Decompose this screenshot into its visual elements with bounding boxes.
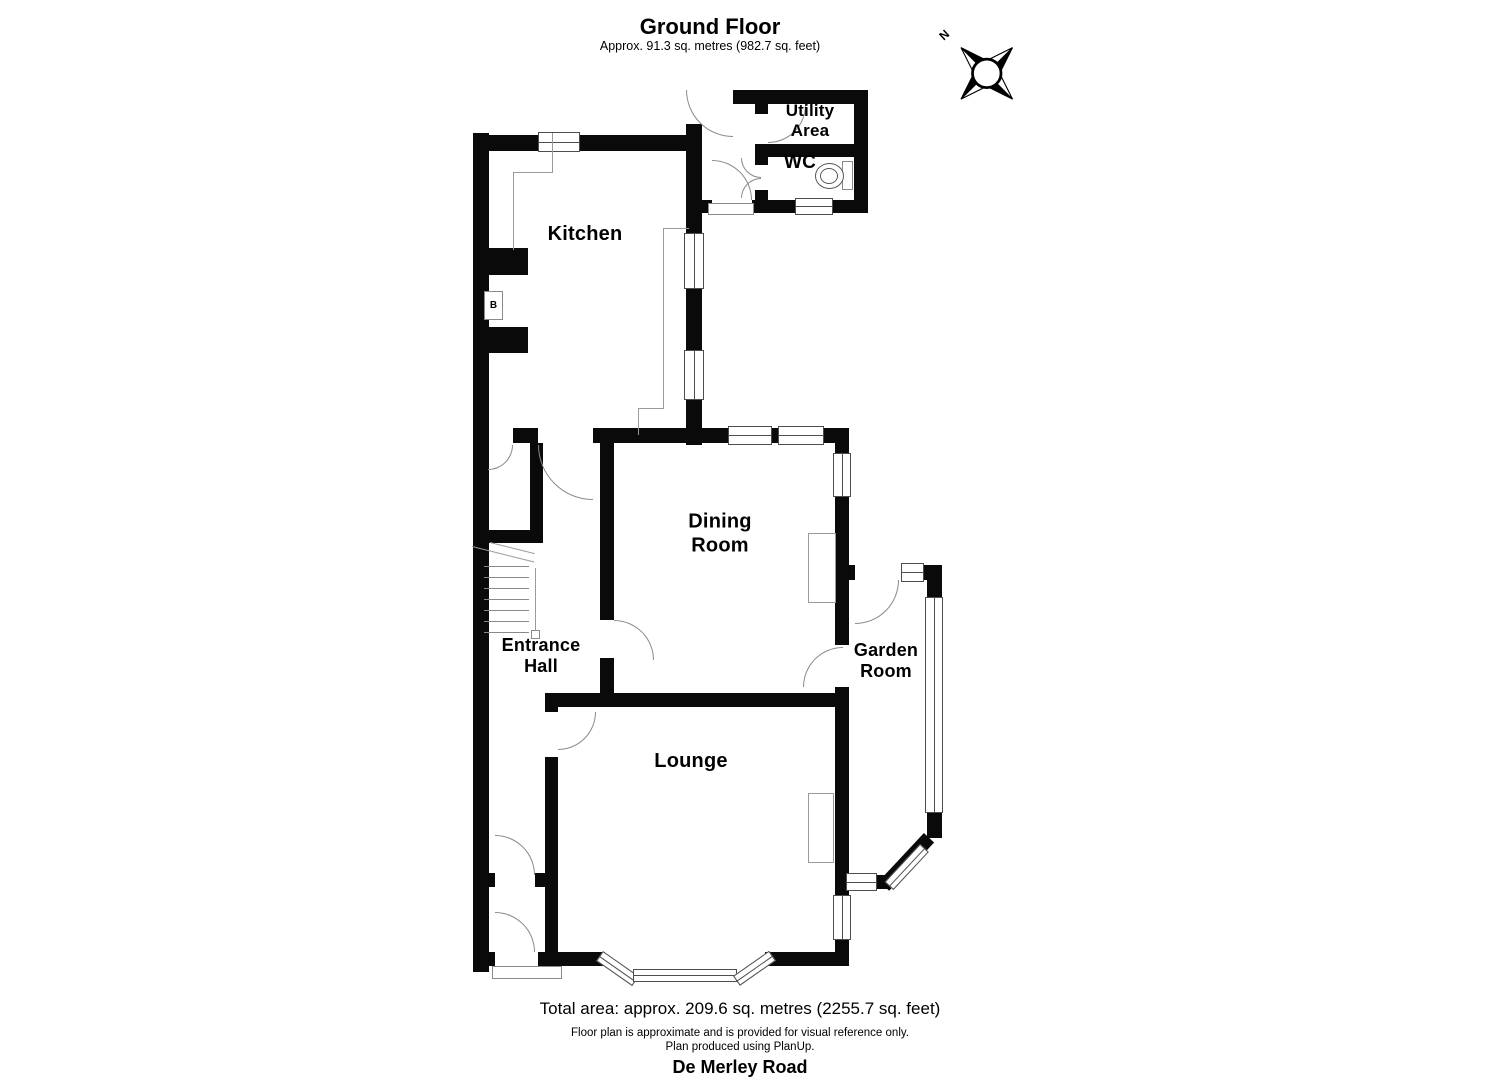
lounge-door <box>558 712 596 750</box>
wall <box>600 443 614 620</box>
garden-room-door <box>803 647 843 687</box>
cupboard-door <box>488 445 513 470</box>
wall <box>473 428 488 443</box>
wall <box>927 813 942 838</box>
room-label-kitchen: Kitchen <box>547 223 623 246</box>
kitchen-side-window-2 <box>684 350 704 400</box>
kitchen-unit-line <box>513 172 553 173</box>
wall <box>513 428 538 443</box>
chimney-breast <box>489 327 528 353</box>
dining-side-window <box>833 453 851 497</box>
wall <box>755 157 768 165</box>
wall <box>545 757 558 966</box>
wall <box>473 530 543 543</box>
wall <box>538 952 605 966</box>
wall <box>686 124 702 154</box>
wall <box>473 873 495 887</box>
staircase <box>484 556 529 636</box>
dining-window-1 <box>728 426 772 445</box>
compass-icon <box>960 47 1014 100</box>
wall <box>545 693 849 707</box>
lounge-side-window <box>833 895 851 940</box>
wall <box>473 952 495 966</box>
wall <box>843 565 855 580</box>
wall <box>686 289 702 350</box>
wall <box>772 428 778 443</box>
disclaimer-line2: Plan produced using PlanUp. <box>665 1041 815 1053</box>
room-label-utility: Utility Area <box>785 100 835 140</box>
wall <box>835 687 849 895</box>
wall <box>835 443 849 455</box>
chimney-breast <box>489 248 528 275</box>
lounge-chimney-outline <box>808 793 834 863</box>
room-label-lounge: Lounge <box>654 750 728 773</box>
wall <box>755 104 768 114</box>
wall <box>765 952 849 966</box>
bay-window-center <box>633 969 737 982</box>
front-door <box>495 912 535 952</box>
wc-window <box>795 198 833 215</box>
garden-bottom-window <box>846 873 877 891</box>
total-area-text: Total area: approx. 209.6 sq. metres (22… <box>539 999 941 1018</box>
kitchen-window <box>538 132 580 152</box>
room-label-wc: WC <box>783 151 817 173</box>
hall-inner-door <box>495 835 535 875</box>
wall <box>752 200 795 213</box>
wall <box>686 153 702 233</box>
wall <box>755 144 854 157</box>
room-label-hall: Entrance Hall <box>501 634 581 676</box>
wall <box>733 90 868 104</box>
garden-side-window <box>925 597 943 813</box>
wall <box>530 443 543 532</box>
dining-window-2 <box>778 426 824 445</box>
dining-chimney-outline <box>808 533 836 603</box>
wall <box>473 135 687 151</box>
bay-window-right <box>733 950 776 986</box>
kitchen-unit-line <box>638 408 639 435</box>
kitchen-unit-line <box>513 172 514 250</box>
wall <box>927 565 942 599</box>
wall <box>535 873 550 887</box>
disclaimer-line1: Floor plan is approximate and is provide… <box>571 1027 909 1039</box>
kitchen-door <box>538 445 593 500</box>
dining-door <box>614 620 654 660</box>
kitchen-unit-line <box>663 228 689 229</box>
page-title: Ground Floor <box>639 14 781 39</box>
kitchen-side-window-1 <box>684 233 704 289</box>
kitchen-unit-line <box>638 408 664 409</box>
garden-exterior-door <box>855 580 899 624</box>
boiler-label: B <box>489 300 498 311</box>
rear-door-step <box>708 203 754 215</box>
garden-top-window <box>901 563 924 582</box>
compass: N <box>936 20 1030 112</box>
room-label-garden: Garden Room <box>853 639 919 681</box>
stair-newel <box>531 630 540 639</box>
wall <box>593 428 728 443</box>
kitchen-unit-line <box>663 228 664 408</box>
room-label-dining: Dining Room <box>688 510 752 556</box>
wall <box>835 497 849 645</box>
wall <box>545 707 558 712</box>
toilet-bowl-inner <box>820 168 838 184</box>
address-title: De Merley Road <box>672 1057 808 1077</box>
kitchen-unit-line <box>552 133 553 172</box>
wall <box>833 200 868 213</box>
page-subtitle: Approx. 91.3 sq. metres (982.7 sq. feet) <box>599 39 821 53</box>
stair-stringer <box>535 568 536 634</box>
wall <box>473 133 489 972</box>
front-door-step <box>492 966 562 979</box>
wall <box>824 428 849 443</box>
wall <box>854 90 868 213</box>
boiler: B <box>484 291 503 320</box>
